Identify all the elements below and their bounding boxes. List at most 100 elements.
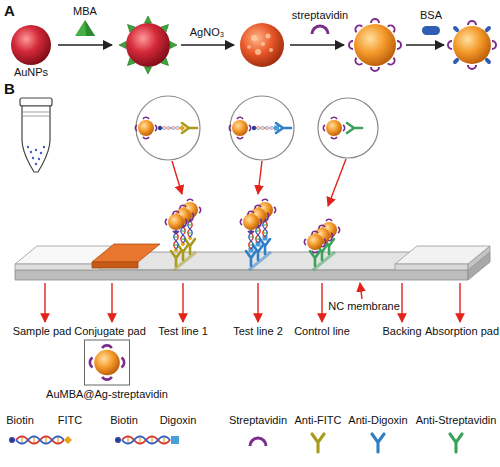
streptavidin-particle [388, 58, 396, 66]
test-line-2-complexes [240, 211, 261, 232]
silver-shell-particle [240, 23, 284, 67]
legend-samples [372, 434, 384, 452]
streptavidin-icon [312, 26, 328, 34]
legend-samples [115, 437, 121, 443]
blocked-particle [492, 41, 496, 49]
sample-tube [22, 112, 50, 116]
reagent-label: MBA [73, 5, 97, 18]
silver-shell-particle [247, 34, 273, 56]
legend-label: Anti-Streptavidin [416, 414, 497, 427]
synthesis-arrows [58, 44, 112, 46]
streptavidin-particle [354, 24, 362, 32]
blocked-particle [484, 57, 492, 65]
legend-label: Anti-FITC [294, 414, 341, 427]
control-line-complexes [304, 219, 339, 266]
sample-tube [35, 149, 37, 151]
streptavidin-icon [312, 26, 328, 34]
legend-samples [122, 436, 170, 443]
legend-samples [312, 434, 324, 452]
blocked-particle [452, 25, 460, 33]
test-line-2-complexes [249, 233, 254, 249]
part-pointer-arrows [182, 283, 183, 322]
legend-samples [9, 437, 15, 443]
inset-outline [40, 338, 174, 388]
node-label: AuMBA@Ag-streptavidin [40, 388, 174, 401]
streptavidin-particle [388, 24, 396, 32]
silver-shell-particle [255, 49, 261, 55]
inset-pointer-arrows [258, 161, 262, 194]
legend-label: FITC [58, 414, 82, 427]
bsa-icon [422, 26, 440, 35]
test-line-1-complexes [188, 221, 193, 237]
inset-test-line-2 [230, 96, 294, 160]
control-line-complexes [304, 231, 325, 252]
inset-control-line [318, 98, 378, 158]
sample-pad [15, 264, 100, 270]
silver-shell-particle [240, 23, 284, 67]
blocked-particle [453, 26, 491, 64]
conjugate-pad [92, 262, 138, 268]
gold-particle [6, 24, 56, 66]
mba-particle [161, 58, 171, 68]
part-pointer-arrows [257, 283, 258, 322]
test-line-2-complexes [256, 227, 261, 243]
legend-samples [171, 436, 179, 444]
legend-label: Anti-Digoxin [348, 414, 407, 427]
sample-tube [27, 146, 45, 165]
inset-pointer-arrows [172, 161, 182, 194]
mba-icon [75, 20, 95, 36]
part-label: NC membrane [328, 300, 400, 313]
test-line-2-complexes [246, 251, 256, 266]
silver-shell-particle [251, 35, 257, 41]
synthesis-arrows [406, 44, 444, 46]
legend-samples [64, 436, 72, 444]
inset-test-line-2 [252, 126, 256, 130]
labelled-nanoparticle [90, 345, 124, 379]
mba-particle [170, 42, 177, 49]
mba-particle [126, 23, 170, 67]
inset-test-line-1 [182, 123, 197, 133]
mba-particle [119, 42, 126, 49]
part-label: Control line [294, 325, 350, 338]
reagent-label: AgNO₃ [190, 26, 224, 39]
conjugate-inset-box: AuMBA@Ag-streptavidin [40, 338, 174, 401]
streptavidin-particle [354, 24, 396, 66]
sample-tube [30, 151, 32, 153]
reagent-label: streptavidin [292, 9, 348, 22]
inset-test-line-2 [229, 117, 250, 138]
absorption-pad [395, 264, 468, 270]
part-label: Test line 1 [158, 325, 208, 338]
streptavidin-particle [397, 41, 401, 49]
inset-test-line-1 [135, 96, 200, 160]
part-pointer-arrows [44, 283, 45, 322]
bsa-icon [422, 26, 440, 35]
conjugate-pad [92, 244, 160, 268]
part-pointer-arrows [360, 283, 362, 299]
silver-shell-particle [269, 48, 273, 52]
part-label: Sample pad [13, 325, 72, 338]
reagent-label: BSA [420, 9, 442, 22]
sample-tube [38, 158, 40, 160]
blocked-particle [484, 25, 492, 33]
legend-label: Digoxin [160, 414, 197, 427]
part-pointer-arrows [111, 283, 112, 322]
blocked-particle [448, 41, 452, 49]
test-line-1-complexes [171, 251, 181, 266]
conjugate-pad [92, 244, 160, 262]
inset-test-line-1 [162, 127, 180, 130]
backing-strip [15, 270, 468, 280]
inset-test-line-1 [158, 126, 162, 130]
part-label: Backing [382, 325, 421, 338]
mba-particle [125, 58, 135, 68]
test-line-2-complexes [263, 221, 268, 237]
mba-particle [145, 67, 152, 74]
panel-letter: B [4, 80, 15, 97]
inset-test-line-2 [276, 123, 291, 133]
sample-tube [22, 106, 50, 172]
blocked-particle [468, 65, 476, 69]
inset-outline [85, 340, 130, 385]
sample-tube [27, 146, 29, 148]
silver-shell-particle [261, 42, 265, 46]
